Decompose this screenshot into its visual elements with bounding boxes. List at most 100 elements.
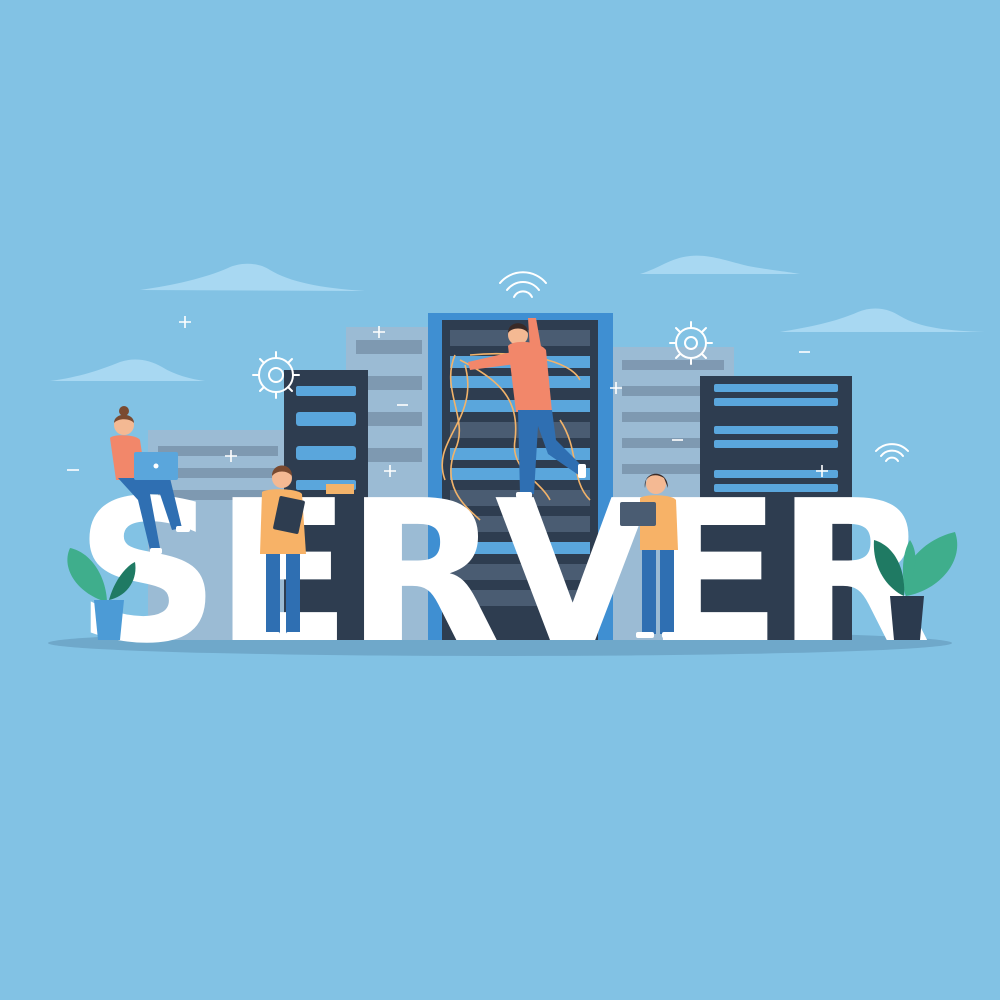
leg xyxy=(266,554,280,634)
cloud-3 xyxy=(640,255,800,274)
hair xyxy=(272,465,292,476)
cloud-2 xyxy=(50,359,205,381)
rack-back-line xyxy=(622,386,724,396)
plus-icon xyxy=(816,465,828,477)
rack-back-line xyxy=(622,360,724,370)
wifi-arc xyxy=(506,281,540,291)
plant-pot xyxy=(890,596,924,640)
head xyxy=(114,415,134,435)
gear-icon-left xyxy=(252,351,300,399)
gear-tooth xyxy=(701,327,707,333)
person-connecting-cables xyxy=(468,318,586,498)
cloud-1 xyxy=(140,263,365,291)
plant-right xyxy=(873,532,958,640)
rack-back-line xyxy=(158,468,278,478)
wifi-arc xyxy=(875,443,909,452)
cable xyxy=(441,364,469,481)
server-unit xyxy=(450,590,590,606)
plant-left xyxy=(67,548,136,640)
cloud-4 xyxy=(780,308,985,332)
wifi-arc xyxy=(885,456,899,462)
rack-back-line xyxy=(356,448,422,462)
plus-icon xyxy=(225,450,237,462)
big-lettering: SERVER xyxy=(75,459,933,687)
head xyxy=(272,468,292,488)
rack-back-line xyxy=(622,438,724,448)
gear-tooth xyxy=(259,386,265,392)
leg xyxy=(642,550,656,634)
server-unit xyxy=(450,516,590,532)
rack-back-lines xyxy=(158,340,724,500)
legs xyxy=(118,478,182,550)
plus-icon xyxy=(610,382,622,394)
person-sitting-with-laptop xyxy=(110,406,190,554)
hair-bun xyxy=(119,406,129,416)
gear-tooth xyxy=(701,353,707,359)
arm xyxy=(468,352,516,370)
wifi-arc xyxy=(499,271,547,284)
gear-teeth xyxy=(252,351,300,399)
plant-leaf xyxy=(67,548,107,602)
server-unit xyxy=(296,386,356,396)
server-unit xyxy=(296,446,356,460)
torso xyxy=(508,341,552,412)
rack-back-line xyxy=(356,340,422,354)
plus-icon xyxy=(384,465,396,477)
gear-tooth xyxy=(675,353,681,359)
tablet xyxy=(273,496,305,534)
gear-tooth xyxy=(287,358,293,364)
head xyxy=(508,325,528,345)
sparkle-minus-icons xyxy=(67,351,810,471)
gear-tooth xyxy=(259,358,265,364)
wifi-icon-top xyxy=(499,271,547,298)
cable xyxy=(449,354,481,521)
shoe xyxy=(264,632,280,638)
cable xyxy=(459,359,551,501)
big-title: SERVER xyxy=(75,459,927,687)
rack-back-line xyxy=(158,490,278,500)
laptop-logo xyxy=(153,463,159,469)
rack-frame xyxy=(700,376,852,640)
server-unit xyxy=(714,470,838,478)
plant-leaf xyxy=(873,540,905,596)
hair xyxy=(508,323,528,333)
wifi-arc xyxy=(880,449,904,457)
rack-back-line xyxy=(356,412,422,426)
plant-leaf xyxy=(903,532,958,596)
plant-pot xyxy=(94,600,124,640)
plus-icon xyxy=(373,326,385,338)
sparkle-plus-icons xyxy=(179,316,828,477)
plant-leaf xyxy=(109,562,136,600)
leg xyxy=(286,554,300,634)
hair xyxy=(114,414,134,423)
leg xyxy=(660,550,674,634)
rack-back-line xyxy=(622,412,724,422)
server-unit xyxy=(714,440,838,448)
gear-icon-right xyxy=(669,321,713,365)
clouds xyxy=(50,255,985,381)
server-unit xyxy=(714,484,838,492)
laptop xyxy=(620,502,656,526)
gear-teeth xyxy=(669,321,713,365)
shoe xyxy=(176,526,190,532)
person-holding-tablet xyxy=(260,465,306,638)
server-unit xyxy=(714,398,838,406)
shoe xyxy=(516,492,532,498)
plus-icon xyxy=(179,316,191,328)
shoe xyxy=(578,464,586,478)
gear-hub xyxy=(268,367,284,383)
gear-tooth xyxy=(675,327,681,333)
rack-dark-right xyxy=(700,376,852,640)
rack-back-line xyxy=(622,464,724,474)
shoe xyxy=(636,632,654,638)
server-unit xyxy=(326,484,354,494)
server-unit xyxy=(296,412,356,426)
gear-hub xyxy=(684,336,698,350)
wifi-arc xyxy=(513,290,533,298)
server-unit xyxy=(714,426,838,434)
wifi-icon-right xyxy=(875,443,909,462)
shoe xyxy=(150,548,162,554)
server-unit xyxy=(714,384,838,392)
server-unit xyxy=(450,564,590,580)
